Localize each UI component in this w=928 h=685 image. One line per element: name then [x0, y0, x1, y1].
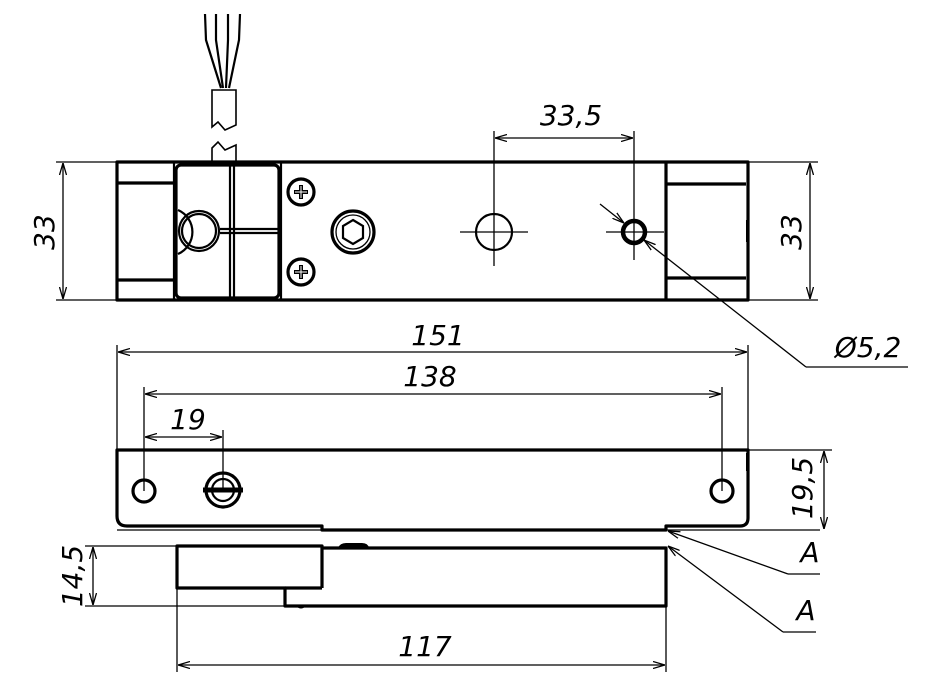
- dim-armature-length: 117: [176, 588, 667, 672]
- leader-label-a-top: A: [798, 536, 819, 569]
- cable-grommet: [180, 212, 218, 250]
- hex-screw-icon: [330, 209, 376, 255]
- phillips-screw-bottom-icon: [286, 257, 316, 287]
- dim-label-diameter: Ø5,2: [834, 331, 902, 364]
- dim-label-19: 19: [170, 403, 206, 436]
- left-end-cap: [117, 162, 176, 300]
- cable-jacket-upper: [211, 89, 237, 131]
- leader-a-bottom: A: [668, 546, 816, 633]
- dim-height-left: 33: [28, 161, 117, 301]
- center-hole: [460, 198, 528, 266]
- dim-label-33-right: 33: [775, 214, 808, 250]
- front-view: 151 138 19 19,5 A A: [115, 319, 832, 633]
- dim-label-138: 138: [403, 360, 456, 393]
- armature-outline: [175, 544, 668, 608]
- terminal-block: [174, 162, 283, 300]
- dim-label-14-5: 14,5: [56, 545, 89, 607]
- leader-a-top: A: [668, 531, 820, 575]
- lock-body-outline: [115, 160, 750, 302]
- dim-label-33-5: 33,5: [540, 99, 602, 132]
- dim-hole-spacing: 33,5: [493, 99, 635, 200]
- cable-wires: [203, 13, 242, 89]
- phillips-screw-top-icon: [286, 177, 316, 207]
- top-view: 33 33 33,5 Ø5,2: [28, 99, 908, 368]
- small-hole: [606, 200, 664, 260]
- dim-label-19-5: 19,5: [786, 457, 819, 519]
- armature-bump-top: [338, 543, 369, 548]
- cable: [203, 13, 242, 161]
- dim-overall-length: 151: [116, 319, 749, 450]
- leader-label-a-bottom: A: [794, 594, 815, 627]
- dim-armature-height: 14,5: [56, 545, 285, 607]
- dim-body-height: 19,5: [748, 449, 832, 529]
- dim-label-151: 151: [411, 319, 464, 352]
- dim-height-right: 33: [748, 161, 818, 301]
- dim-mount-spacing: 138: [143, 360, 723, 491]
- dim-screw-offset: 19: [145, 403, 224, 490]
- dim-label-117: 117: [398, 630, 452, 663]
- cable-jacket-lower: [211, 140, 237, 161]
- armature-view: 14,5 117: [56, 543, 668, 672]
- dim-hole-diameter: Ø5,2: [599, 203, 908, 368]
- armature-bump-bottom: [296, 606, 306, 609]
- right-end-cap: [664, 162, 749, 300]
- dim-label-33-left: 33: [28, 214, 61, 250]
